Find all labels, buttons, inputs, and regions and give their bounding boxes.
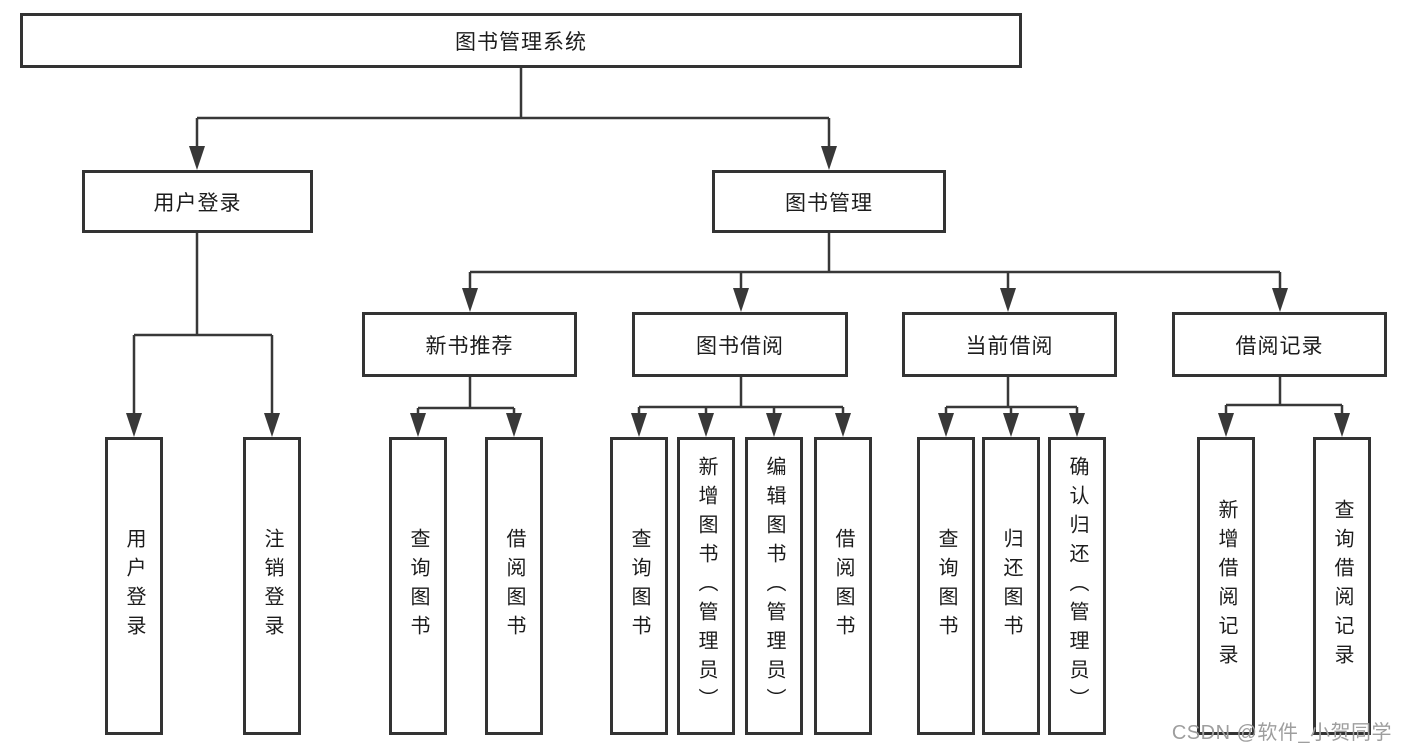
node-label: 新书推荐 xyxy=(425,334,514,358)
node-current-borrow: 当前借阅 xyxy=(902,312,1117,377)
node-label: 确认归还（管理员） xyxy=(1066,455,1088,717)
node-label: 借阅记录 xyxy=(1235,334,1324,358)
leaf-query-borrow-record: 查询借阅记录 xyxy=(1313,437,1371,735)
leaf-add-book-admin: 新增图书（管理员） xyxy=(677,437,735,735)
node-label: 图书管理系统 xyxy=(455,30,587,54)
leaf-query-book-recommend: 查询图书 xyxy=(389,437,447,735)
node-label: 图书管理 xyxy=(785,191,873,215)
leaf-query-book-current: 查询图书 xyxy=(917,437,975,735)
node-label: 借阅图书 xyxy=(832,528,854,644)
node-user-login: 用户登录 xyxy=(82,170,313,233)
leaf-add-borrow-record: 新增借阅记录 xyxy=(1197,437,1255,735)
leaf-query-book-borrow: 查询图书 xyxy=(610,437,668,735)
node-label: 借阅图书 xyxy=(503,528,525,644)
node-label: 编辑图书（管理员） xyxy=(763,455,785,717)
leaf-return-book: 归还图书 xyxy=(982,437,1040,735)
leaf-confirm-return-admin: 确认归还（管理员） xyxy=(1048,437,1106,735)
leaf-logout: 注销登录 xyxy=(243,437,301,735)
node-book-management: 图书管理 xyxy=(712,170,946,233)
node-label: 用户登录 xyxy=(123,528,145,644)
leaf-edit-book-admin: 编辑图书（管理员） xyxy=(745,437,803,735)
node-book-borrow: 图书借阅 xyxy=(632,312,848,377)
node-borrow-records: 借阅记录 xyxy=(1172,312,1387,377)
leaf-borrow-book: 借阅图书 xyxy=(814,437,872,735)
node-label: 归还图书 xyxy=(1000,528,1022,644)
node-label: 用户登录 xyxy=(153,191,242,215)
node-new-book-recommend: 新书推荐 xyxy=(362,312,577,377)
leaf-borrow-book-recommend: 借阅图书 xyxy=(485,437,543,735)
node-label: 查询图书 xyxy=(407,528,429,644)
node-label: 查询图书 xyxy=(935,528,957,644)
node-library-management-system: 图书管理系统 xyxy=(20,13,1022,68)
node-label: 查询借阅记录 xyxy=(1331,499,1353,673)
node-label: 查询图书 xyxy=(628,528,650,644)
node-label: 当前借阅 xyxy=(965,334,1054,358)
node-label: 注销登录 xyxy=(261,528,283,644)
node-label: 新增借阅记录 xyxy=(1215,499,1237,673)
node-label: 图书借阅 xyxy=(696,334,784,358)
csdn-watermark: CSDN @软件_小贺同学 xyxy=(1171,722,1392,744)
leaf-user-login: 用户登录 xyxy=(105,437,163,735)
node-label: 新增图书（管理员） xyxy=(695,455,717,717)
